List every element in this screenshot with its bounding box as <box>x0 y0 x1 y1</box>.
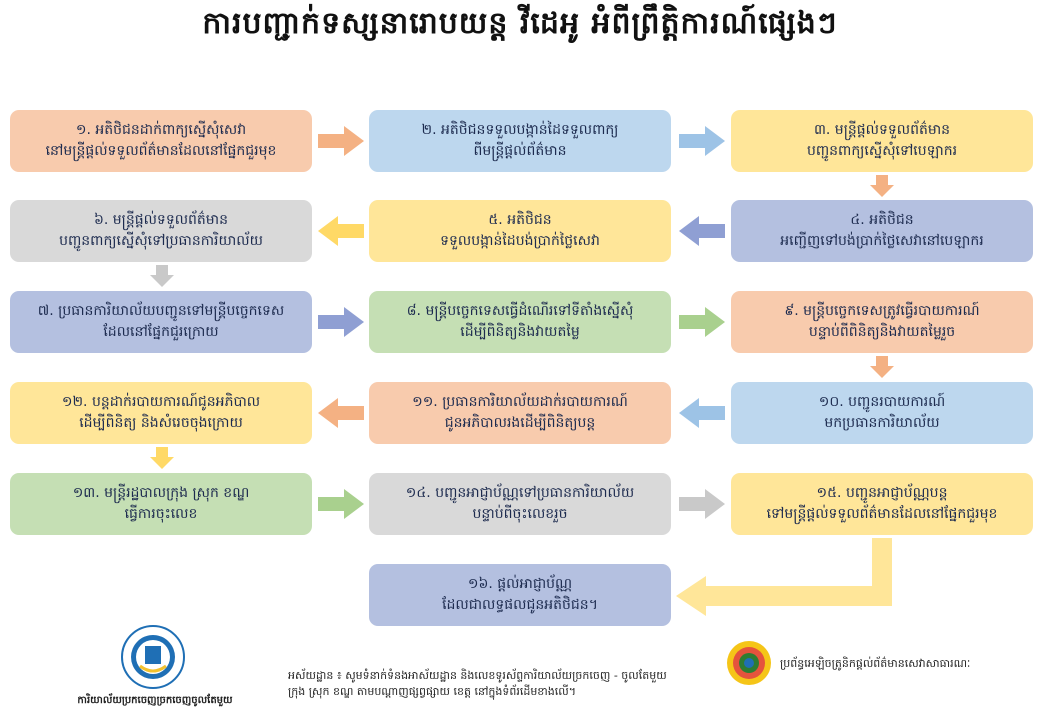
arrow-left-icon <box>679 398 725 428</box>
one-window-office-logo <box>121 625 185 689</box>
step-7-line1: ៧. ប្រធានការិយាល័យបញ្ជូនទៅមន្រ្តីបច្ចេកទ… <box>37 303 285 319</box>
step-1-line1: ១. អតិថិជនដាក់ពាក្យស្នើសុំសេវា <box>75 122 247 138</box>
arrow-right-icon <box>679 489 725 519</box>
step-2: ២. អតិថិជនទទួលបង្កាន់ដៃទទួលពាក្យ ពីមន្រ្… <box>369 110 671 172</box>
step-6: ៦. មន្រ្តីផ្តល់ទទួលព័ត៌មាន បញ្ជូនពាក្យស្… <box>10 200 312 262</box>
step-4-line1: ៤. អតិថិជន <box>850 212 914 228</box>
arrow-right-icon <box>318 489 364 519</box>
step-13: ១៣. មន្រ្តីរដ្ឋបាលក្រុង ស្រុក ខណ្ឌ ធ្វើក… <box>10 473 312 535</box>
arrow-right-icon <box>679 126 725 156</box>
arrow-down-icon <box>150 447 174 469</box>
step-7-line2: ដែលនៅផ្នែកជួរក្រោយ <box>103 324 219 340</box>
arrow-down-icon <box>870 356 894 378</box>
step-11-line2: ជូនអភិបាលរងដើម្បីពិនិត្យបន្ត <box>444 415 596 431</box>
step-15: ១៥. បញ្ជូនអាជ្ញាប័ណ្ណបន្ត ទៅមន្រ្តីផ្តល់… <box>731 473 1033 535</box>
step-14-line1: ១៤. បញ្ជូនអាជ្ញាប័ណ្ណទៅប្រធានការិយាល័យ <box>405 485 635 501</box>
step-8: ៨. មន្រ្តីបច្ចេកទេសធ្វើដំណើរទៅទីតាំងស្នើ… <box>369 291 671 353</box>
step-12-line2: ដើម្បីពិនិត្យ និងសំរេចចុងក្រោយ <box>79 415 243 431</box>
step-1-line2: នៅមន្រ្តីផ្តល់ទទួលព័ត៌មានដែលនៅផ្នែកជួរមុ… <box>45 143 277 159</box>
page-title: ការបញ្ជាក់ទស្សនារោបយន្ត វីដេអូ អំពីព្រឹត… <box>202 6 838 41</box>
address-note: អស័យដ្ឋាន ៖ សូមទំនាក់ទំនងអាស័យដ្ឋាន និងល… <box>288 668 708 700</box>
step-7: ៧. ប្រធានការិយាល័យបញ្ជូនទៅមន្រ្តីបច្ចេកទ… <box>10 291 312 353</box>
step-15-line1: ១៥. បញ្ជូនអាជ្ញាប័ណ្ណបន្ត <box>816 485 948 501</box>
step-5: ៥. អតិថិជន ទទួលបង្កាន់ដៃបង់ប្រាក់ថ្លៃសេវ… <box>369 200 671 262</box>
step-15-line2: ទៅមន្រ្តីផ្តល់ទទួលព័ត៌មានដែលនៅផ្នែកជួរមុ… <box>766 506 998 522</box>
e-service-caption: ប្រព័ន្ធអេឡិចត្រូនិកផ្តល់ព័ត៌មានសេវាសាធា… <box>780 657 971 670</box>
arrow-left-icon <box>318 216 364 246</box>
step-1: ១. អតិថិជនដាក់ពាក្យស្នើសុំសេវា នៅមន្រ្តី… <box>10 110 312 172</box>
step-11-line1: ១១. ប្រធានការិយាល័យដាក់របាយការណ៍ <box>412 394 628 410</box>
step-11: ១១. ប្រធានការិយាល័យដាក់របាយការណ៍ ជូនអភិប… <box>369 382 671 444</box>
step-2-line2: ពីមន្រ្តីផ្តល់ព័ត៌មាន <box>473 143 567 159</box>
step-2-line1: ២. អតិថិជនទទួលបង្កាន់ដៃទទួលពាក្យ <box>421 122 619 138</box>
arrow-down-icon <box>150 265 174 287</box>
e-service-logo <box>727 641 771 685</box>
arrow-left-icon <box>318 398 364 428</box>
office-caption: ការិយាល័យប្រកចេញច្រកចេញចូលតែមួយ <box>77 695 233 706</box>
arrow-left-icon <box>679 216 725 246</box>
step-12-line1: ១២. បន្តដាក់របាយការណ៍ជូនអភិបាល <box>61 394 261 410</box>
arrow-down-icon <box>870 175 894 197</box>
arrow-right-icon <box>679 307 725 337</box>
address-note-line1: អស័យដ្ឋាន ៖ សូមទំនាក់ទំនងអាស័យដ្ឋាន និងល… <box>288 669 667 682</box>
step-3-line1: ៣. មន្រ្តីផ្តល់ទទួលព័ត៌មាន <box>813 122 951 138</box>
arrow-right-icon <box>318 307 364 337</box>
step-6-line1: ៦. មន្រ្តីផ្តល់ទទួលព័ត៌មាន <box>93 212 229 228</box>
step-14: ១៤. បញ្ជូនអាជ្ញាប័ណ្ណទៅប្រធានការិយាល័យ ប… <box>369 473 671 535</box>
step-16: ១៦. ផ្តល់អាជ្ញាប័ណ្ណ ដែលជាលទ្ធផលជូនអតិថិ… <box>369 564 671 626</box>
step-4-line2: អញ្ជើញទៅបង់ប្រាក់ថ្លៃសេវានៅបេឡាករ <box>780 233 984 249</box>
step-14-line2: បន្ទាប់ពីចុះលេខរួច <box>472 506 568 522</box>
arrow-right-icon <box>318 126 364 156</box>
step-3-line2: បញ្ជូនពាក្យស្នើសុំទៅបេឡាករ <box>806 143 958 159</box>
step-5-line1: ៥. អតិថិជន <box>488 212 552 228</box>
step-10: ១០. បញ្ជូនរបាយការណ៍ មកប្រធានការិយាល័យ <box>731 382 1033 444</box>
step-9-line1: ៩. មន្រ្តីបច្ចេកទេសត្រូវធ្វើរបាយការណ៍ <box>784 303 980 319</box>
step-8-line2: ដើម្បីពិនិត្យនិងវាយតម្លៃ <box>460 324 580 340</box>
step-8-line1: ៨. មន្រ្តីបច្ចេកទេសធ្វើដំណើរទៅទីតាំងស្នើ… <box>406 303 634 319</box>
step-16-line2: ដែលជាលទ្ធផលជូនអតិថិជន។ <box>442 597 598 613</box>
step-5-line2: ទទួលបង្កាន់ដៃបង់ប្រាក់ថ្លៃសេវា <box>440 233 600 249</box>
step-9: ៩. មន្រ្តីបច្ចេកទេសត្រូវធ្វើរបាយការណ៍ បន… <box>731 291 1033 353</box>
address-note-line2: ក្រុង ស្រុក ខណ្ឌ តាមបណ្តាញផ្សព្វផ្សាយ ខេ… <box>288 685 576 698</box>
step-13-line1: ១៣. មន្រ្តីរដ្ឋបាលក្រុង ស្រុក ខណ្ឌ <box>72 485 250 501</box>
step-12: ១២. បន្តដាក់របាយការណ៍ជូនអភិបាល ដើម្បីពិន… <box>10 382 312 444</box>
step-10-line1: ១០. បញ្ជូនរបាយការណ៍ <box>818 394 946 410</box>
elbow-arrow-icon <box>676 538 892 616</box>
step-10-line2: មកប្រធានការិយាល័យ <box>824 415 940 431</box>
step-13-line2: ធ្វើការចុះលេខ <box>124 506 198 522</box>
step-16-line1: ១៦. ផ្តល់អាជ្ញាប័ណ្ណ <box>467 576 573 592</box>
step-9-line2: បន្ទាប់ពីពិនិត្យនិងវាយតម្លៃរួច <box>808 324 956 340</box>
step-3: ៣. មន្រ្តីផ្តល់ទទួលព័ត៌មាន បញ្ជូនពាក្យស្… <box>731 110 1033 172</box>
step-4: ៤. អតិថិជន អញ្ជើញទៅបង់ប្រាក់ថ្លៃសេវានៅបេ… <box>731 200 1033 262</box>
step-6-line2: បញ្ជូនពាក្យស្នើសុំទៅប្រធានការិយាល័យ <box>59 233 263 249</box>
